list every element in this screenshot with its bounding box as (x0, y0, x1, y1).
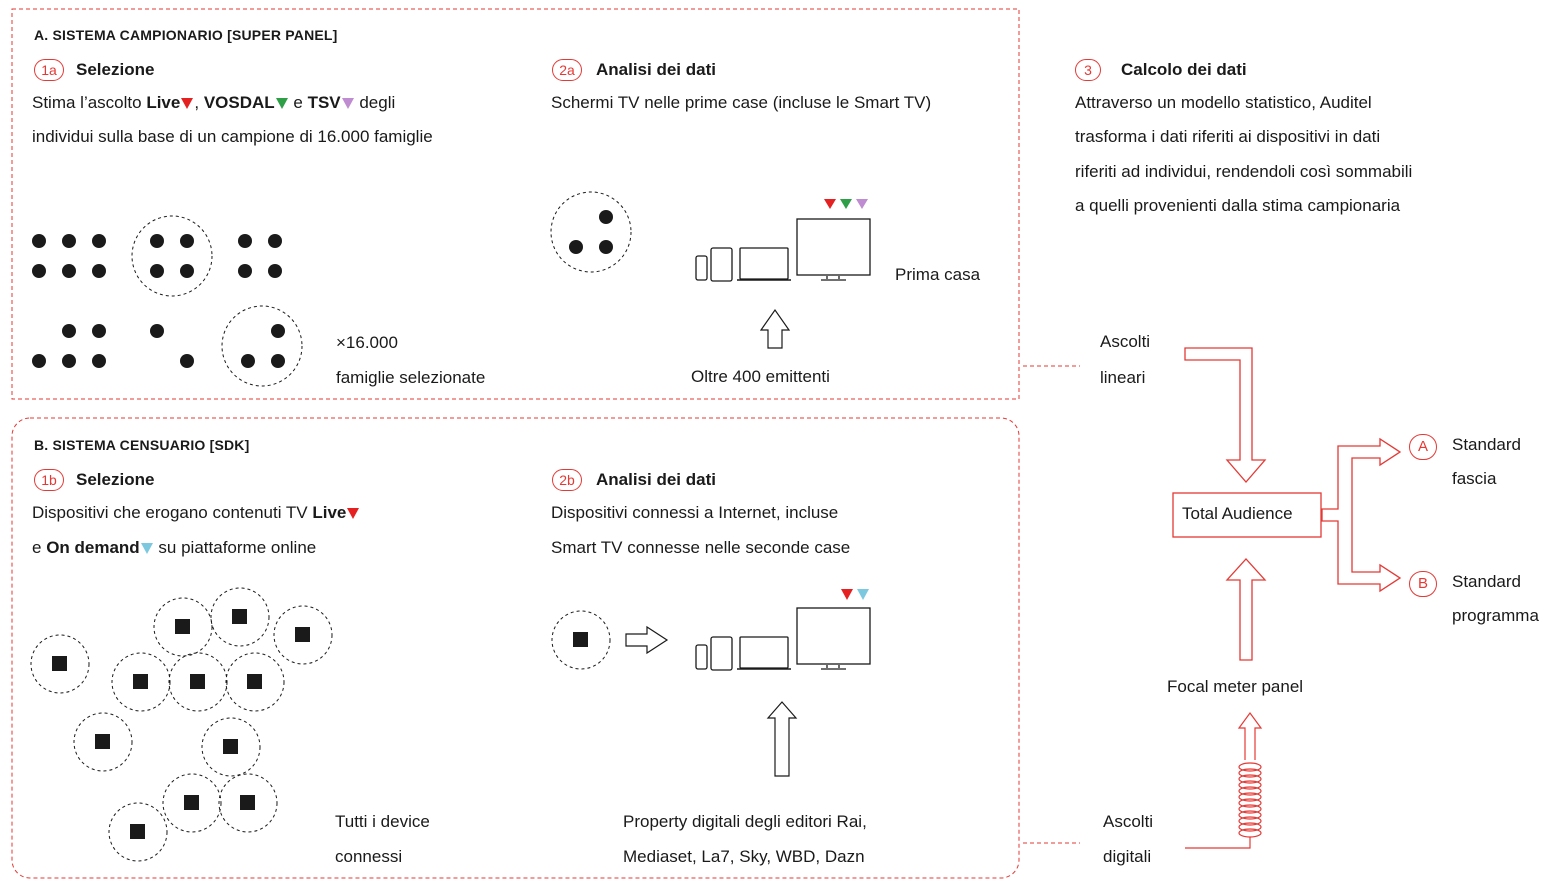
badge-1a: 1a (34, 59, 64, 81)
step-3-line: trasforma i dati riferiti ai dispositivi… (1075, 127, 1381, 146)
up-arrow-a (759, 308, 791, 349)
step-1a-line1: Stima l’ascolto Live, VOSDAL e TSV degli (32, 93, 396, 112)
step-3-line: a quelli provenienti dalla stima campion… (1075, 196, 1401, 215)
right-arrow-b (625, 625, 669, 655)
step-1a-line2: individui sulla base di un campione di 1… (32, 127, 433, 146)
step-1b-title: Selezione (76, 470, 155, 489)
badge-2a: 2a (552, 59, 582, 81)
sample-count-label: famiglie selezionate (336, 368, 486, 387)
step-2b-line1: Dispositivi connessi a Internet, incluse (551, 503, 839, 522)
step-2a-title: Analisi dei dati (596, 60, 716, 79)
marker-live-a (824, 199, 836, 209)
devices-icon-b (695, 607, 871, 671)
badge-3: 3 (1075, 59, 1101, 81)
focal-up-arrow (1225, 558, 1267, 661)
marker-vosdal-a (840, 199, 852, 209)
ondemand-triangle-icon (140, 542, 153, 554)
marker-live-b (841, 589, 853, 600)
digital-label-line1: Ascolti (1103, 812, 1154, 831)
badge-2b: 2b (552, 469, 582, 491)
sample-count: ×16.000 (336, 333, 398, 352)
output-a-line1: Standard (1452, 435, 1521, 454)
badge-b: B (1409, 571, 1437, 597)
selected-family-circle (131, 215, 213, 297)
step-1b-line2: e On demand su piattaforme online (32, 538, 317, 557)
spring-coil (1238, 762, 1262, 838)
focal-meter-arrow (1237, 711, 1263, 760)
devices-label-line1: Tutti i device (335, 812, 430, 831)
vosdal-triangle-icon (275, 97, 288, 109)
section-a-box (11, 8, 1020, 400)
step-2b-title: Analisi dei dati (596, 470, 716, 489)
tsv-triangle-icon (341, 97, 354, 109)
total-audience-label: Total Audience (1182, 504, 1293, 523)
selected-family-circle (550, 191, 632, 273)
home-label: Prima casa (895, 265, 981, 284)
step-2a-desc: Schermi TV nelle prime case (incluse le … (551, 93, 932, 112)
linear-label-line2: lineari (1100, 368, 1146, 387)
step-1b-line1: Dispositivi che erogano contenuti TV Liv… (32, 503, 360, 523)
output-split-arrows (1321, 437, 1402, 593)
linear-flow-arrow (1184, 347, 1267, 483)
step-3-title: Calcolo dei dati (1121, 60, 1247, 79)
property-line1: Property digitali degli editori Rai, (623, 812, 867, 831)
section-b-title: B. SISTEMA CENSUARIO [SDK] (34, 437, 250, 453)
section-a-title: A. SISTEMA CAMPIONARIO [SUPER PANEL] (34, 27, 338, 43)
section-b-box (11, 417, 1020, 879)
marker-tsv-a (856, 199, 868, 209)
step-2b-line2: Smart TV connesse nelle seconde case (551, 538, 851, 557)
badge-a: A (1409, 434, 1437, 460)
property-line2: Mediaset, La7, Sky, WBD, Dazn (623, 847, 865, 866)
step-3-line: riferiti ad individui, rendendoli così s… (1075, 162, 1413, 181)
devices-icon-a (695, 218, 871, 282)
emitters-label: Oltre 400 emittenti (691, 367, 830, 386)
step-3-line: Attraverso un modello statistico, Audite… (1075, 93, 1372, 112)
step-1a-title: Selezione (76, 60, 155, 79)
badge-1b: 1b (34, 469, 64, 491)
marker-ondemand-b (857, 589, 869, 600)
up-arrow-b (766, 701, 798, 777)
focal-meter-label: Focal meter panel (1167, 677, 1304, 696)
linear-label-line1: Ascolti (1100, 332, 1151, 351)
output-b-line1: Standard (1452, 572, 1521, 591)
output-b-line2: programma (1452, 606, 1539, 625)
spring-tail (1185, 837, 1251, 849)
devices-label-line2: connessi (335, 847, 403, 866)
family-dots (32, 234, 285, 368)
digital-label-line2: digitali (1103, 847, 1152, 866)
live-triangle-icon (181, 97, 194, 109)
output-a-line2: fascia (1452, 469, 1497, 488)
selected-family-circle (221, 305, 303, 387)
live-triangle-icon (347, 507, 360, 519)
